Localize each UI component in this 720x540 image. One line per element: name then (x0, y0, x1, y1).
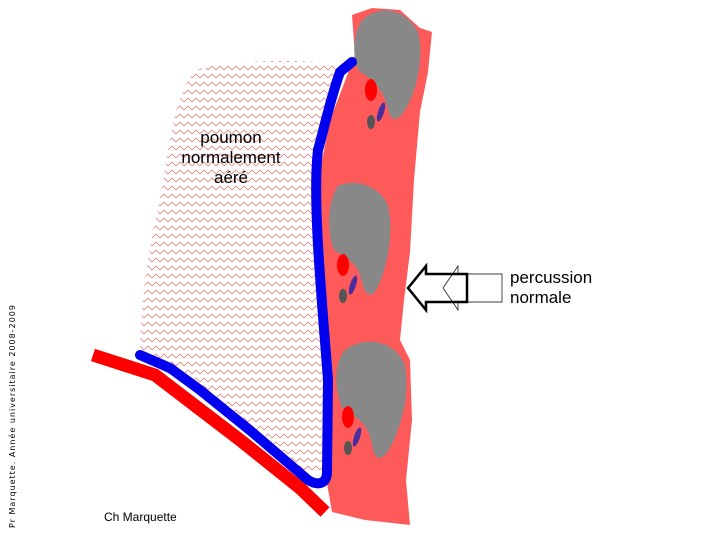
lung-label-line-2: normalement (181, 148, 281, 167)
percussion-label: percussion normale (510, 268, 592, 308)
visceral-pleura-line (135, 57, 357, 489)
rib-upper (354, 10, 421, 120)
lung-parenchyma (140, 60, 348, 471)
percussion-label-line-2: normale (510, 288, 572, 307)
lung-label: poumon normalement aéré (150, 128, 312, 188)
lung-label-line-3: aéré (213, 168, 249, 187)
intercostal-nerve-lower (344, 441, 352, 455)
vertical-copyright-text: Pr Marquette. Année universitaire 2008-2… (8, 304, 17, 528)
intercostal-artery-upper (365, 79, 377, 101)
percussion-label-line-1: percussion (510, 268, 593, 287)
rib-lower (336, 341, 407, 459)
rib-middle (329, 182, 391, 295)
intercostal-nerve-middle (339, 289, 347, 303)
left-arrow-icon (406, 262, 503, 314)
intercostal-nerve-upper (367, 115, 375, 129)
intercostal-vein-lower (352, 427, 362, 447)
intercostal-artery-middle (337, 254, 349, 276)
lung-label-line-1: poumon (200, 128, 262, 147)
parietal-pleura-line (91, 348, 330, 517)
intercostal-vein-upper (376, 102, 386, 122)
intercostal-artery-lower (342, 406, 354, 428)
author-credit: Ch Marquette (104, 510, 177, 524)
intercostal-vein-middle (348, 275, 358, 295)
